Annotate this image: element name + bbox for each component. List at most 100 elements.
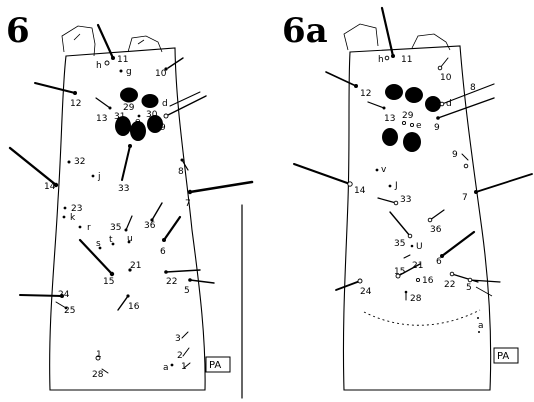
left-label-24: 24	[58, 290, 70, 300]
left-top-process-1	[62, 26, 95, 56]
right-edge-tick	[476, 287, 492, 296]
right-seta-21	[404, 255, 410, 258]
right-label-35: 35	[394, 239, 405, 249]
right-dot-J	[389, 185, 392, 188]
left-dot-23	[64, 207, 67, 210]
right-dot-28	[405, 291, 408, 294]
right-label-14: 14	[354, 186, 366, 196]
left-label-1a: 1	[96, 350, 102, 360]
left-pa-text: PA	[209, 360, 221, 371]
right-label-12: 12	[360, 89, 371, 99]
right-dot-e-a	[402, 121, 405, 124]
left-label-9: 9	[160, 123, 166, 133]
left-seta-7	[190, 182, 252, 192]
right-seta-35	[390, 212, 410, 236]
right-pa-text: PA	[497, 351, 509, 362]
right-dot-12	[354, 84, 358, 88]
left-label-16: 16	[128, 302, 140, 312]
left-seta-33	[122, 146, 130, 180]
left-seta-22	[166, 270, 200, 272]
left-dot-33	[128, 144, 132, 148]
left-label-35: 35	[110, 223, 121, 233]
left-seta-14	[10, 148, 56, 185]
left-eye-1	[120, 88, 138, 103]
right-label-U: U	[416, 242, 423, 252]
left-dot-15	[110, 272, 114, 276]
right-label-7: 7	[462, 193, 468, 203]
left-dot-5	[188, 278, 192, 282]
right-label-9: 9	[434, 123, 440, 133]
left-pa-badge: PA	[206, 357, 230, 372]
right-dot-36	[428, 218, 432, 222]
panel-number-right: 6a	[282, 11, 328, 51]
left-dot-7	[188, 190, 192, 194]
right-dot-33	[394, 201, 398, 205]
left-label-h: h	[96, 61, 102, 71]
left-label-25: 25	[64, 306, 75, 316]
right-pa-badge: PA	[494, 348, 518, 363]
left-label-13: 13	[96, 114, 107, 124]
right-seta-24	[336, 281, 360, 290]
left-seta-24	[20, 295, 62, 296]
right-dot-22	[450, 272, 454, 276]
left-dot-j	[92, 175, 95, 178]
panel-right: 6a	[282, 8, 532, 390]
right-eye-3	[425, 96, 441, 112]
right-label-e: e	[416, 121, 422, 131]
left-dot-35	[125, 229, 128, 232]
left-seta-2	[183, 348, 189, 356]
right-label-8: 8	[470, 83, 476, 93]
left-top-process-inner	[74, 34, 144, 44]
right-label-29: 29	[402, 111, 414, 121]
left-dot-h	[105, 61, 109, 65]
left-dot-8	[181, 159, 184, 162]
left-seta-6	[164, 217, 180, 240]
left-setae	[10, 25, 252, 373]
right-label-16: 16	[422, 276, 434, 286]
left-label-12: 12	[70, 99, 81, 109]
left-label-t: t	[109, 235, 113, 245]
left-label-8: 8	[178, 167, 184, 177]
left-seta-3	[182, 332, 188, 338]
right-top-process-1	[344, 24, 378, 50]
right-seta-7	[476, 174, 532, 192]
left-label-k: k	[70, 213, 76, 223]
right-dot-35	[408, 234, 412, 238]
right-dot-h	[385, 56, 389, 60]
right-dot-a1	[477, 317, 479, 319]
right-dot-16	[416, 278, 419, 281]
left-label-28: 28	[92, 370, 104, 380]
left-seta-16	[118, 296, 128, 310]
right-label-a: a	[478, 321, 484, 331]
left-seta-35	[126, 216, 132, 230]
right-label-33: 33	[400, 195, 411, 205]
left-label-j: j	[97, 172, 101, 182]
left-label-22: 22	[166, 277, 177, 287]
left-label-1b: 1	[181, 362, 187, 372]
left-label-s: s	[96, 239, 101, 249]
panel-left: 6	[6, 11, 252, 398]
right-label-13: 13	[384, 114, 395, 124]
right-dot-13	[383, 107, 386, 110]
left-label-d: d	[162, 99, 168, 109]
right-setae	[294, 8, 532, 300]
right-eye-2	[405, 87, 423, 103]
left-seta-36	[152, 203, 162, 220]
left-label-30: 30	[146, 110, 158, 120]
right-seta-6	[442, 232, 474, 256]
left-dot-a	[171, 364, 174, 367]
left-dot-12	[73, 91, 77, 95]
right-eye-4	[382, 128, 398, 146]
left-label-32: 32	[74, 157, 85, 167]
right-seta-33	[378, 198, 396, 203]
left-seta-d	[170, 92, 200, 106]
left-dot-9	[164, 114, 168, 118]
right-dotted-line	[364, 310, 480, 325]
right-label-21: 21	[412, 261, 423, 271]
right-label-28: 28	[410, 294, 422, 304]
right-dot-7	[474, 190, 478, 194]
right-dot-9	[436, 116, 440, 120]
left-dot-6	[162, 238, 166, 242]
left-label-3: 3	[175, 334, 181, 344]
right-label-10: 10	[440, 73, 452, 83]
